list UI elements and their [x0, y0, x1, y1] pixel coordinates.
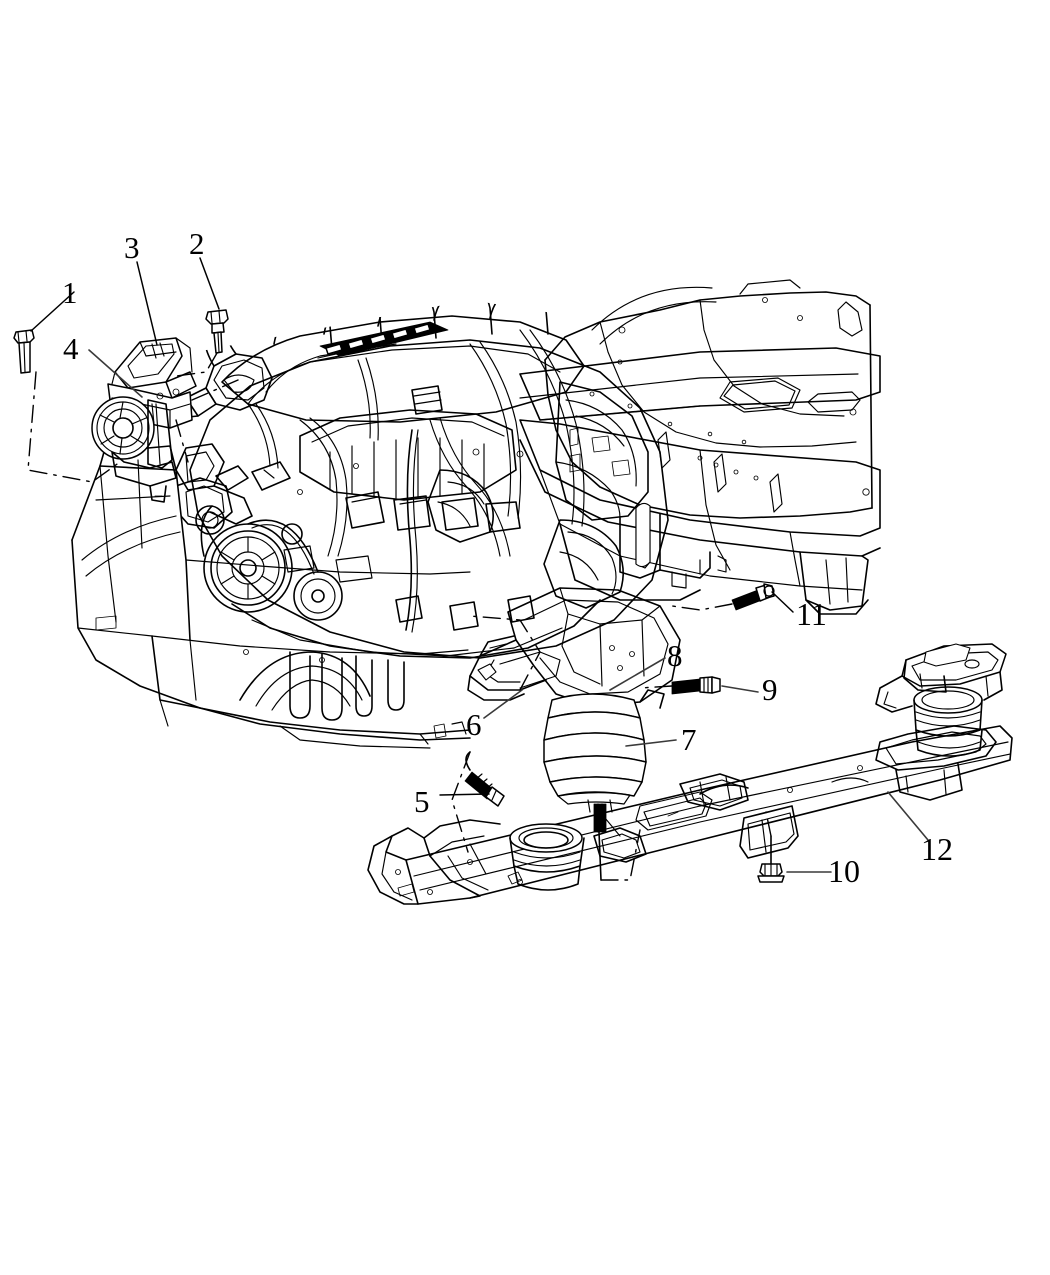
- axis-bolt-11: [671, 603, 733, 611]
- axis-bolt-9: [639, 685, 673, 689]
- leader-8: [609, 657, 666, 691]
- engine-assembly: [176, 300, 669, 659]
- axis-bolt-2: [175, 352, 218, 377]
- axis-bracket-3: [191, 379, 239, 401]
- part-transmission-mount-assembly: [91, 337, 197, 503]
- callout-5: 5: [414, 784, 430, 819]
- callout-3: 3: [124, 230, 140, 265]
- leader-5: [439, 793, 490, 796]
- axis-nut-10: [765, 811, 772, 837]
- axis-bolt-1: [27, 371, 121, 483]
- callout-1: 1: [62, 275, 78, 310]
- callout-4: 4: [63, 331, 79, 366]
- callout-10: 10: [828, 853, 860, 889]
- part-bolt-9: [671, 676, 721, 695]
- callout-11: 11: [796, 596, 827, 632]
- axis-bracket-6: [469, 615, 541, 691]
- callout-2: 2: [189, 226, 205, 261]
- axis-bolt-5: [451, 751, 471, 853]
- callout-7: 7: [681, 722, 697, 757]
- callout-6: 6: [466, 707, 482, 742]
- leader-2: [199, 257, 220, 310]
- leader-12: [887, 791, 929, 841]
- part-front-engine-mount: [467, 587, 681, 881]
- leader-6: [483, 689, 523, 719]
- part-bolt-11: [731, 583, 775, 611]
- leader-9: [721, 685, 759, 693]
- part-engine-cradle: [367, 643, 1013, 905]
- leader-11: [771, 591, 794, 613]
- callout-9: 9: [762, 672, 778, 707]
- engine-left-bracket-detail: [175, 443, 253, 525]
- leader-lines: [30, 257, 929, 873]
- part-bolt-2: [205, 309, 229, 354]
- leader-1: [30, 291, 75, 332]
- part-nut-10: [757, 835, 785, 883]
- part-bolt-1: [13, 329, 35, 374]
- part-bolt-5: [464, 751, 505, 807]
- leader-7: [625, 739, 677, 747]
- cradle-right-mount: [875, 643, 1007, 801]
- axis-mount-stud: [600, 829, 641, 881]
- callout-12: 12: [921, 831, 953, 867]
- assembly-axis-lines: [27, 352, 772, 881]
- axis-insulator-4: [175, 419, 189, 463]
- crankshaft-pulley: [203, 523, 293, 613]
- callout-8: 8: [667, 638, 683, 673]
- leader-4: [88, 349, 143, 398]
- leader-3: [136, 261, 158, 346]
